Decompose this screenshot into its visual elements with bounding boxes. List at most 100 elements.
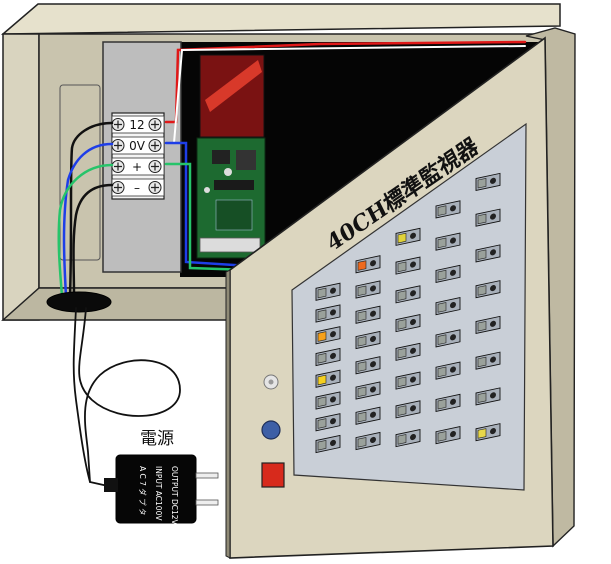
terminal-screw-icon bbox=[114, 120, 122, 129]
channel-lamp-icon bbox=[410, 318, 416, 326]
channel-led-icon bbox=[317, 440, 327, 451]
channel-indicator bbox=[435, 264, 461, 283]
adapter-label-line: OUTPUT DC12V bbox=[170, 466, 179, 526]
channel-lamp-icon bbox=[370, 260, 376, 267]
channel-lamp-icon bbox=[330, 287, 336, 294]
terminal-screw-icon bbox=[151, 183, 159, 192]
channel-indicator bbox=[435, 200, 461, 219]
channel-led-icon bbox=[317, 418, 327, 429]
channel-lamp-icon bbox=[450, 430, 456, 438]
channel-lamp-icon bbox=[330, 418, 336, 425]
controller-board bbox=[196, 54, 266, 259]
channel-led-icon bbox=[357, 310, 367, 322]
channel-lamp-icon bbox=[450, 398, 456, 405]
channel-lamp-icon bbox=[410, 347, 416, 354]
cabinet-top bbox=[0, 3, 561, 35]
channel-lamp-icon bbox=[410, 405, 416, 412]
channel-led-icon bbox=[357, 361, 367, 372]
channel-indicator bbox=[435, 329, 461, 348]
terminal-screw-icon bbox=[151, 120, 159, 129]
channel-lamp-icon bbox=[370, 335, 376, 343]
channel-lamp-icon bbox=[370, 436, 376, 444]
channel-lamp-icon bbox=[450, 269, 456, 276]
board-chip bbox=[236, 150, 256, 170]
terminal-label: + bbox=[132, 160, 142, 174]
channel-led-icon bbox=[357, 437, 367, 448]
channel-led-icon bbox=[317, 396, 327, 407]
wire-blue-0v bbox=[62, 142, 114, 298]
door-hinge-edge bbox=[225, 269, 231, 559]
channel-indicator bbox=[315, 347, 341, 367]
channel-lamp-icon bbox=[490, 213, 496, 220]
adapter-label-line: INPUT AC100V bbox=[154, 466, 163, 521]
power-cord bbox=[78, 307, 181, 483]
channel-led-icon bbox=[477, 285, 487, 296]
channel-led-icon bbox=[477, 392, 487, 403]
channel-led-icon bbox=[317, 331, 327, 342]
channel-led-icon bbox=[437, 269, 447, 281]
cabinet-door: 40CH標準監視器 bbox=[225, 27, 576, 559]
channel-lamp-icon bbox=[450, 237, 456, 244]
channel-lamp-icon bbox=[370, 310, 376, 317]
channel-led-icon bbox=[397, 319, 407, 330]
channel-indicator bbox=[395, 400, 421, 419]
channel-indicator bbox=[475, 208, 501, 227]
terminal-screw-icon bbox=[114, 141, 122, 150]
channel-lamp-icon bbox=[490, 356, 496, 363]
channel-led-icon bbox=[437, 431, 447, 442]
channel-lamp-icon bbox=[450, 366, 456, 373]
board-chip bbox=[215, 199, 253, 231]
channel-indicator bbox=[355, 330, 381, 350]
channel-lamp-icon bbox=[450, 334, 456, 341]
channel-lamp-icon bbox=[490, 177, 496, 184]
channel-led-icon bbox=[357, 411, 367, 423]
channel-indicator bbox=[395, 227, 421, 246]
channel-indicator bbox=[395, 428, 421, 448]
wire-black-minus bbox=[72, 183, 114, 298]
channel-indicator bbox=[355, 356, 381, 375]
channel-indicator bbox=[355, 431, 381, 451]
channel-indicator bbox=[475, 423, 501, 442]
channel-led-icon bbox=[357, 285, 367, 297]
channel-indicator bbox=[355, 280, 381, 299]
channel-led-icon bbox=[437, 334, 447, 345]
channel-indicator bbox=[315, 391, 341, 410]
channel-indicator bbox=[475, 172, 501, 192]
key-lock-keyhole bbox=[268, 379, 274, 385]
channel-led-icon bbox=[437, 366, 447, 378]
power-supply-label: 電源 bbox=[140, 429, 174, 449]
channel-led-icon bbox=[437, 302, 447, 313]
reset-button[interactable] bbox=[261, 420, 281, 440]
channel-lamp-icon bbox=[330, 374, 336, 381]
channel-indicator bbox=[475, 280, 501, 299]
channel-indicator bbox=[315, 326, 341, 345]
power-cord-return bbox=[72, 307, 109, 487]
channel-indicator bbox=[475, 244, 501, 263]
channel-lamp-icon bbox=[410, 261, 416, 268]
channel-lamp-icon bbox=[410, 290, 416, 297]
wire-black-12v bbox=[68, 121, 114, 298]
channel-indicator bbox=[315, 282, 341, 301]
board-capacitor bbox=[204, 187, 210, 193]
wall-knockout bbox=[59, 84, 101, 261]
channel-lamp-icon bbox=[490, 392, 496, 399]
channel-led-icon bbox=[397, 347, 407, 359]
alarm-indicator bbox=[261, 462, 285, 488]
channel-led-icon bbox=[397, 376, 407, 388]
channel-led-icon bbox=[317, 353, 327, 364]
adapter-prong bbox=[195, 472, 219, 479]
wire-blue bbox=[164, 141, 252, 268]
channel-led-icon bbox=[357, 336, 367, 347]
board-chip bbox=[212, 150, 230, 164]
channel-led-icon bbox=[477, 213, 487, 225]
channel-indicator bbox=[435, 426, 461, 445]
channel-lamp-icon bbox=[490, 428, 496, 435]
channel-indicator bbox=[395, 256, 421, 275]
channel-lamp-icon bbox=[330, 309, 336, 316]
channel-indicator bbox=[395, 285, 421, 304]
adapter-cord-strain-relief bbox=[104, 478, 118, 492]
